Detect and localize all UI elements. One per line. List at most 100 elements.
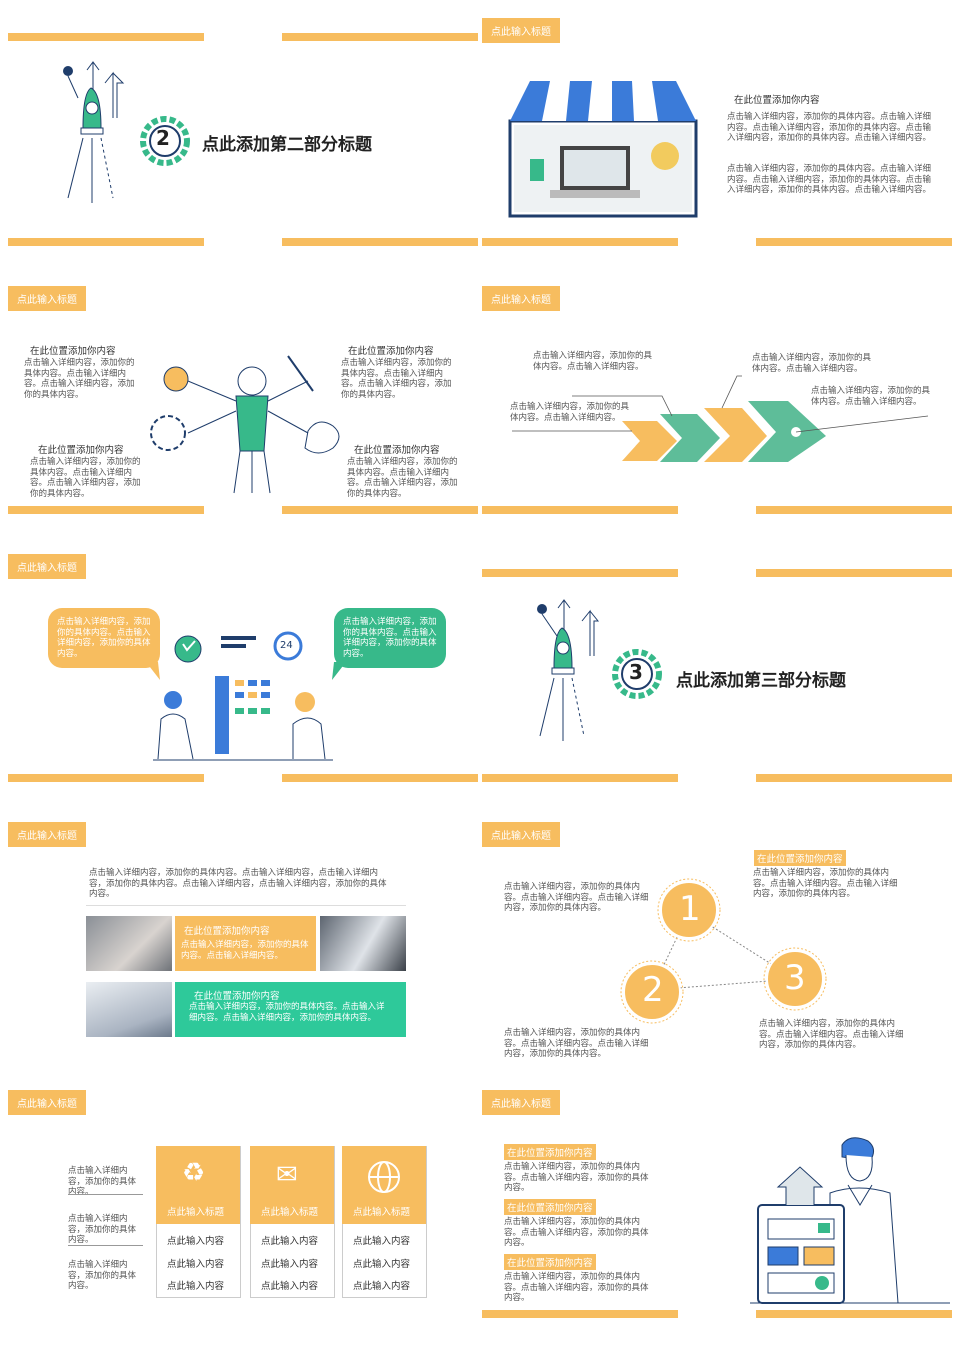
chevron-arrows-graphic (512, 375, 929, 462)
slide-4: 点此输入标题 点击输入详细内容，添加你的具体内容。点击输入详细内容。 点击输入详… (482, 276, 952, 533)
column-row[interactable]: 点此输入内容 (353, 1259, 411, 1270)
item-text[interactable]: 点击输入详细内容，添加你的具体内容。点击输入详细内容。点击输入详细内容，添加你的… (347, 457, 458, 499)
item-text[interactable]: 点击输入详细内容，添加你的具体内容。点击输入详细内容，添加你的具体内容。 (504, 1217, 649, 1248)
recycle-icon: ♻ (182, 1158, 206, 1188)
highlight-heading[interactable]: 在此位置添加你内容 (754, 850, 846, 866)
column-row[interactable]: 点此输入内容 (261, 1236, 319, 1247)
slide-tag[interactable]: 点此输入标题 (8, 1090, 86, 1115)
side-text[interactable]: 点击输入详细内容，添加你的具体内容。 (68, 1214, 137, 1245)
top-bar (8, 33, 204, 41)
highlight-heading[interactable]: 在此位置添加你内容 (504, 1199, 596, 1215)
speech-bubble-left (48, 608, 160, 668)
item-text[interactable]: 点击输入详细内容，添加你的具体内容。点击输入详细内容。点击输入详细内容，添加你的… (341, 358, 452, 400)
arrow-text[interactable]: 点击输入详细内容，添加你的具体内容。点击输入详细内容。 (533, 351, 653, 372)
column-row[interactable]: 点此输入内容 (167, 1236, 225, 1247)
slide-7: 点此输入标题 点击输入详细内容，添加你的具体内容。点击输入详细内容，点击输入详细… (8, 812, 478, 1069)
slide-10: 点此输入标题 在此位置添加你内容 点击输入详细内容，添加你的具体内容。点击输入详… (482, 1080, 952, 1337)
bubble-text[interactable]: 点击输入详细内容，添加你的具体内容。点击输入详细内容，添加你的具体内容。 (343, 617, 437, 659)
column-row[interactable]: 点此输入内容 (167, 1259, 225, 1270)
row-panel-orange (175, 916, 316, 971)
slide-tag[interactable]: 点此输入标题 (482, 286, 560, 311)
bottom-bar (756, 1310, 952, 1318)
content-paragraph[interactable]: 点击输入详细内容，添加你的具体内容。点击输入详细内容。点击输入详细内容，添加你的… (727, 112, 932, 143)
column-row[interactable]: 点此输入内容 (261, 1259, 319, 1270)
node-text[interactable]: 点击输入详细内容，添加你的具体内容。点击输入详细内容。点击输入详细内容，添加你的… (504, 882, 649, 913)
row-heading[interactable]: 在此位置添加你内容 (184, 926, 270, 937)
item-text[interactable]: 点击输入详细内容，添加你的具体内容。点击输入详细内容。点击输入详细内容，添加你的… (24, 358, 135, 400)
side-text[interactable]: 点击输入详细内容，添加你的具体内容。 (68, 1260, 137, 1291)
section-title[interactable]: 点此添加第三部分标题 (676, 671, 846, 691)
slide-tag[interactable]: 点此输入标题 (482, 18, 560, 43)
column-row[interactable]: 点此输入内容 (353, 1281, 411, 1292)
column-row[interactable]: 点此输入内容 (167, 1281, 225, 1292)
multitasking-person-illustration (150, 355, 340, 494)
slide-tag[interactable]: 点此输入标题 (482, 822, 560, 847)
bottom-bar (482, 1310, 678, 1318)
column-title[interactable]: 点此输入标题 (261, 1207, 319, 1218)
arrow-text[interactable]: 点击输入详细内容，添加你的具体内容。点击输入详细内容。 (811, 386, 931, 407)
section-number: 2 (156, 126, 170, 150)
column-row[interactable]: 点此输入内容 (261, 1281, 319, 1292)
bottom-bar (482, 506, 678, 514)
gear-number-icon (612, 649, 662, 699)
item-text[interactable]: 点击输入详细内容，添加你的具体内容。点击输入详细内容，添加你的具体内容。 (504, 1162, 649, 1193)
bottom-bar (756, 774, 952, 782)
highlight-heading[interactable]: 在此位置添加你内容 (504, 1144, 596, 1160)
row-panel-green (175, 982, 406, 1037)
row-text[interactable]: 点击输入详细内容，添加你的具体内容。点击输入详细内容。点击输入详细内容，添加你的… (189, 1002, 385, 1023)
bottom-bar (282, 238, 478, 246)
slide-tag[interactable]: 点此输入标题 (8, 286, 86, 311)
row-text[interactable]: 点击输入详细内容，添加你的具体内容。点击输入详细内容。 (181, 940, 309, 961)
content-heading[interactable]: 在此位置添加你内容 (734, 95, 820, 106)
column-header (342, 1146, 426, 1224)
photo-hands (86, 916, 172, 971)
node-number: 3 (784, 958, 806, 998)
column-title[interactable]: 点此输入标题 (167, 1207, 225, 1218)
item-heading[interactable]: 在此位置添加你内容 (38, 445, 124, 456)
item-heading[interactable]: 在此位置添加你内容 (30, 346, 116, 357)
section-number: 3 (629, 660, 643, 684)
item-heading[interactable]: 在此位置添加你内容 (354, 445, 440, 456)
arrow-text[interactable]: 点击输入详细内容，添加你的具体内容。点击输入详细内容。 (510, 402, 630, 423)
divider (68, 1245, 143, 1246)
column-row[interactable]: 点此输入内容 (353, 1236, 411, 1247)
bottom-bar (282, 774, 478, 782)
photo-documents (86, 982, 172, 1037)
envelope-icon: ✉ (276, 1160, 298, 1190)
item-heading[interactable]: 在此位置添加你内容 (348, 346, 434, 357)
slide-3: 点此输入标题 在此位置添加你内容 点击输入详细内容，添加你的具体内容。点击输入详… (8, 276, 478, 533)
bottom-bar (756, 506, 952, 514)
node-text[interactable]: 点击输入详细内容，添加你的具体内容。点击输入详细内容。点击输入详细内容，添加你的… (759, 1019, 904, 1050)
node-text[interactable]: 点击输入详细内容，添加你的具体内容。点击输入详细内容。点击输入详细内容，添加你的… (504, 1028, 649, 1059)
clock-24-icon (273, 631, 303, 661)
node-number: 2 (642, 970, 664, 1010)
slide-tag[interactable]: 点此输入标题 (8, 554, 86, 579)
gear-number-icon (140, 116, 190, 166)
bottom-bar (482, 238, 678, 246)
content-paragraph[interactable]: 点击输入详细内容，添加你的具体内容。点击输入详细内容。点击输入详细内容，添加你的… (727, 164, 932, 195)
item-text[interactable]: 点击输入详细内容，添加你的具体内容。点击输入详细内容。点击输入详细内容，添加你的… (30, 457, 141, 499)
arrow-text[interactable]: 点击输入详细内容，添加你的具体内容。点击输入详细内容。 (752, 353, 872, 374)
divider (86, 905, 406, 906)
bottom-bar (8, 774, 204, 782)
bottom-bar (8, 238, 204, 246)
bottom-bar (482, 774, 678, 782)
row-heading[interactable]: 在此位置添加你内容 (194, 991, 280, 1002)
man-with-board-illustration (750, 1137, 950, 1304)
section-title[interactable]: 点此添加第二部分标题 (202, 135, 372, 155)
slide-tag[interactable]: 点此输入标题 (8, 822, 86, 847)
intro-text[interactable]: 点击输入详细内容，添加你的具体内容。点击输入详细内容，点击输入详细内容，添加你的… (89, 868, 387, 899)
rocket-illustration (537, 599, 600, 741)
bubble-tail (332, 662, 346, 680)
bubble-text[interactable]: 点击输入详细内容，添加你的具体内容。点击输入详细内容，添加你的具体内容。 (57, 617, 151, 659)
item-text[interactable]: 点击输入详细内容，添加你的具体内容。点击输入详细内容，添加你的具体内容。 (504, 1272, 649, 1303)
bubble-tail (146, 662, 160, 680)
globe-icon (368, 1161, 400, 1193)
node-text[interactable]: 点击输入详细内容，添加你的具体内容。点击输入详细内容。点击输入详细内容，添加你的… (753, 868, 898, 899)
highlight-heading[interactable]: 在此位置添加你内容 (504, 1254, 596, 1270)
slide-tag[interactable]: 点此输入标题 (482, 1090, 560, 1115)
column-header (156, 1146, 240, 1224)
column-title[interactable]: 点此输入标题 (353, 1207, 411, 1218)
side-text[interactable]: 点击输入详细内容，添加你的具体内容。 (68, 1166, 137, 1197)
bottom-bar (8, 506, 204, 514)
